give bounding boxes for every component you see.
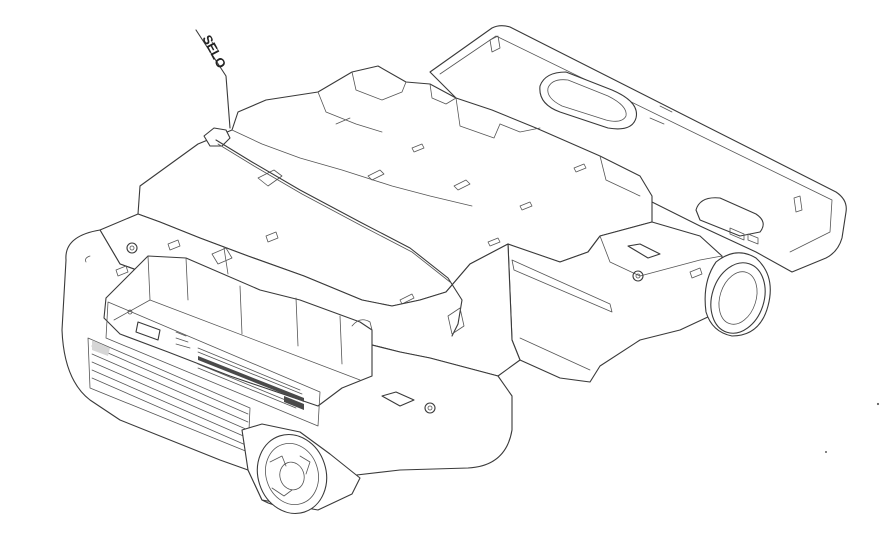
seal-label: SELO	[199, 32, 229, 70]
tray-handle-slot	[539, 71, 638, 130]
rear-tray	[429, 25, 847, 273]
right-block	[507, 221, 771, 383]
side-roller	[704, 252, 771, 337]
seal-clip	[203, 127, 231, 147]
front-base	[61, 213, 521, 508]
speck-marks	[825, 402, 880, 453]
front-knob	[241, 423, 361, 515]
